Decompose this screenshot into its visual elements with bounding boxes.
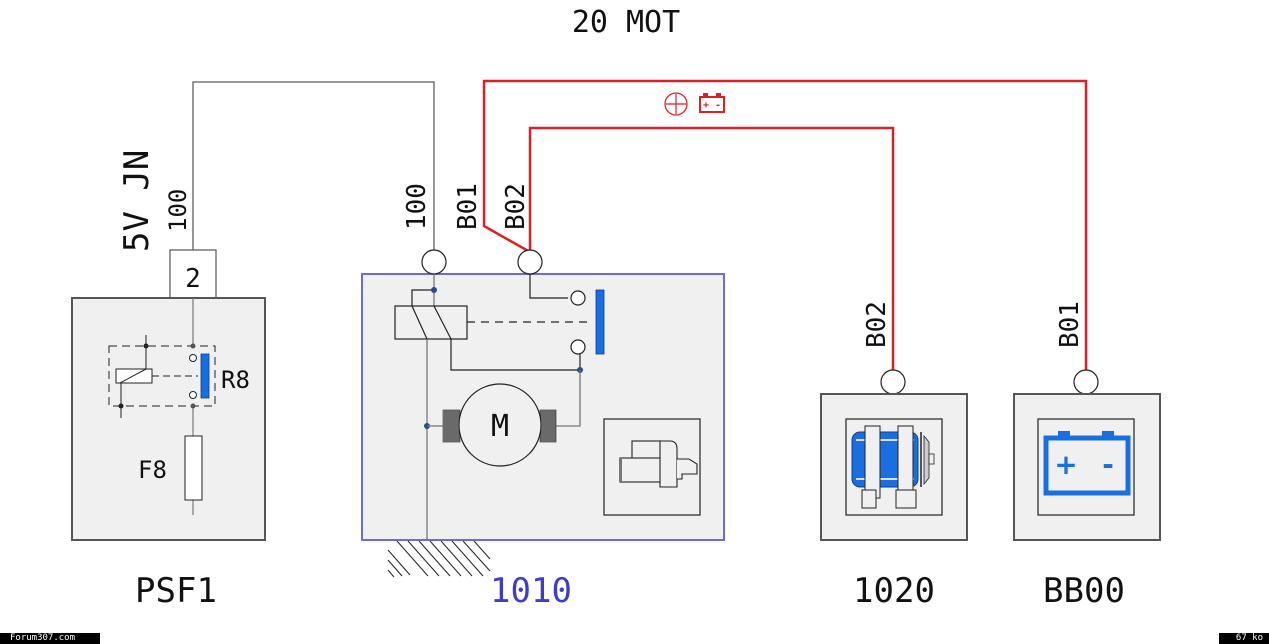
footer-size: 67 ko — [1219, 633, 1269, 644]
fuse-label-f8: F8 — [138, 456, 167, 484]
plus-circle-icon — [664, 92, 688, 116]
fuse-f8 — [184, 435, 203, 501]
battery-plus: + — [1054, 448, 1077, 481]
component-psf1[interactable]: 5V JN 100 2 R8 F8 PSF1 — [71, 150, 266, 611]
component-bb00-battery[interactable]: B01 + - BB00 — [1013, 301, 1161, 611]
component-1020-alternator[interactable]: B02 1020 — [820, 301, 968, 611]
component-label-1020: 1020 — [853, 571, 935, 611]
component-1010-starter[interactable]: 100 B01 B02 M — [361, 183, 725, 611]
psf1-box — [71, 297, 266, 541]
wire-label-b02-alternator: B02 — [862, 301, 892, 348]
connector-box — [169, 249, 217, 299]
alternator-icon — [851, 425, 935, 509]
relay-r8-contact — [200, 353, 210, 399]
wire-b01 — [482, 79, 1088, 372]
component-label-1010: 1010 — [490, 571, 572, 611]
terminal-b02[interactable] — [517, 249, 543, 275]
wire-label-b02: B02 — [501, 183, 531, 230]
battery-legend-text: + - — [703, 100, 721, 111]
connector-pin-label: 2 — [185, 264, 201, 294]
terminal-alternator[interactable] — [880, 369, 906, 395]
starter-contact — [595, 289, 605, 355]
motor-symbol — [458, 383, 542, 467]
wire-100 — [192, 81, 435, 252]
battery-icon: + - — [1043, 431, 1131, 496]
motor-label: M — [491, 409, 509, 444]
wire-label-100-psf1: 100 — [164, 189, 192, 232]
wire-label-b01-battery: B01 — [1055, 301, 1085, 348]
ground-symbol — [387, 540, 491, 578]
supply-legend: + - — [664, 92, 725, 116]
component-label-psf1: PSF1 — [135, 571, 217, 611]
wire-b02 — [528, 126, 895, 372]
component-label-bb00: BB00 — [1043, 571, 1125, 611]
signal-label-5v-jn: 5V JN — [117, 150, 157, 252]
wire-label-b01: B01 — [453, 183, 483, 230]
relay-r8-outline — [108, 345, 216, 407]
field-winding-right — [539, 409, 557, 443]
wire-label-100: 100 — [402, 183, 432, 230]
footer-site: Forum307.com — [0, 633, 100, 644]
relay-label-r8: R8 — [221, 366, 250, 394]
diagram-title: 20 MOT — [572, 5, 680, 40]
battery-minus: - — [1102, 448, 1114, 481]
battery-icon: + - — [699, 93, 725, 113]
terminal-100[interactable] — [421, 249, 447, 275]
field-winding-left — [442, 409, 461, 443]
terminal-battery[interactable] — [1073, 369, 1099, 395]
starter-motor-icon — [603, 418, 701, 516]
solenoid-coil — [394, 305, 468, 340]
